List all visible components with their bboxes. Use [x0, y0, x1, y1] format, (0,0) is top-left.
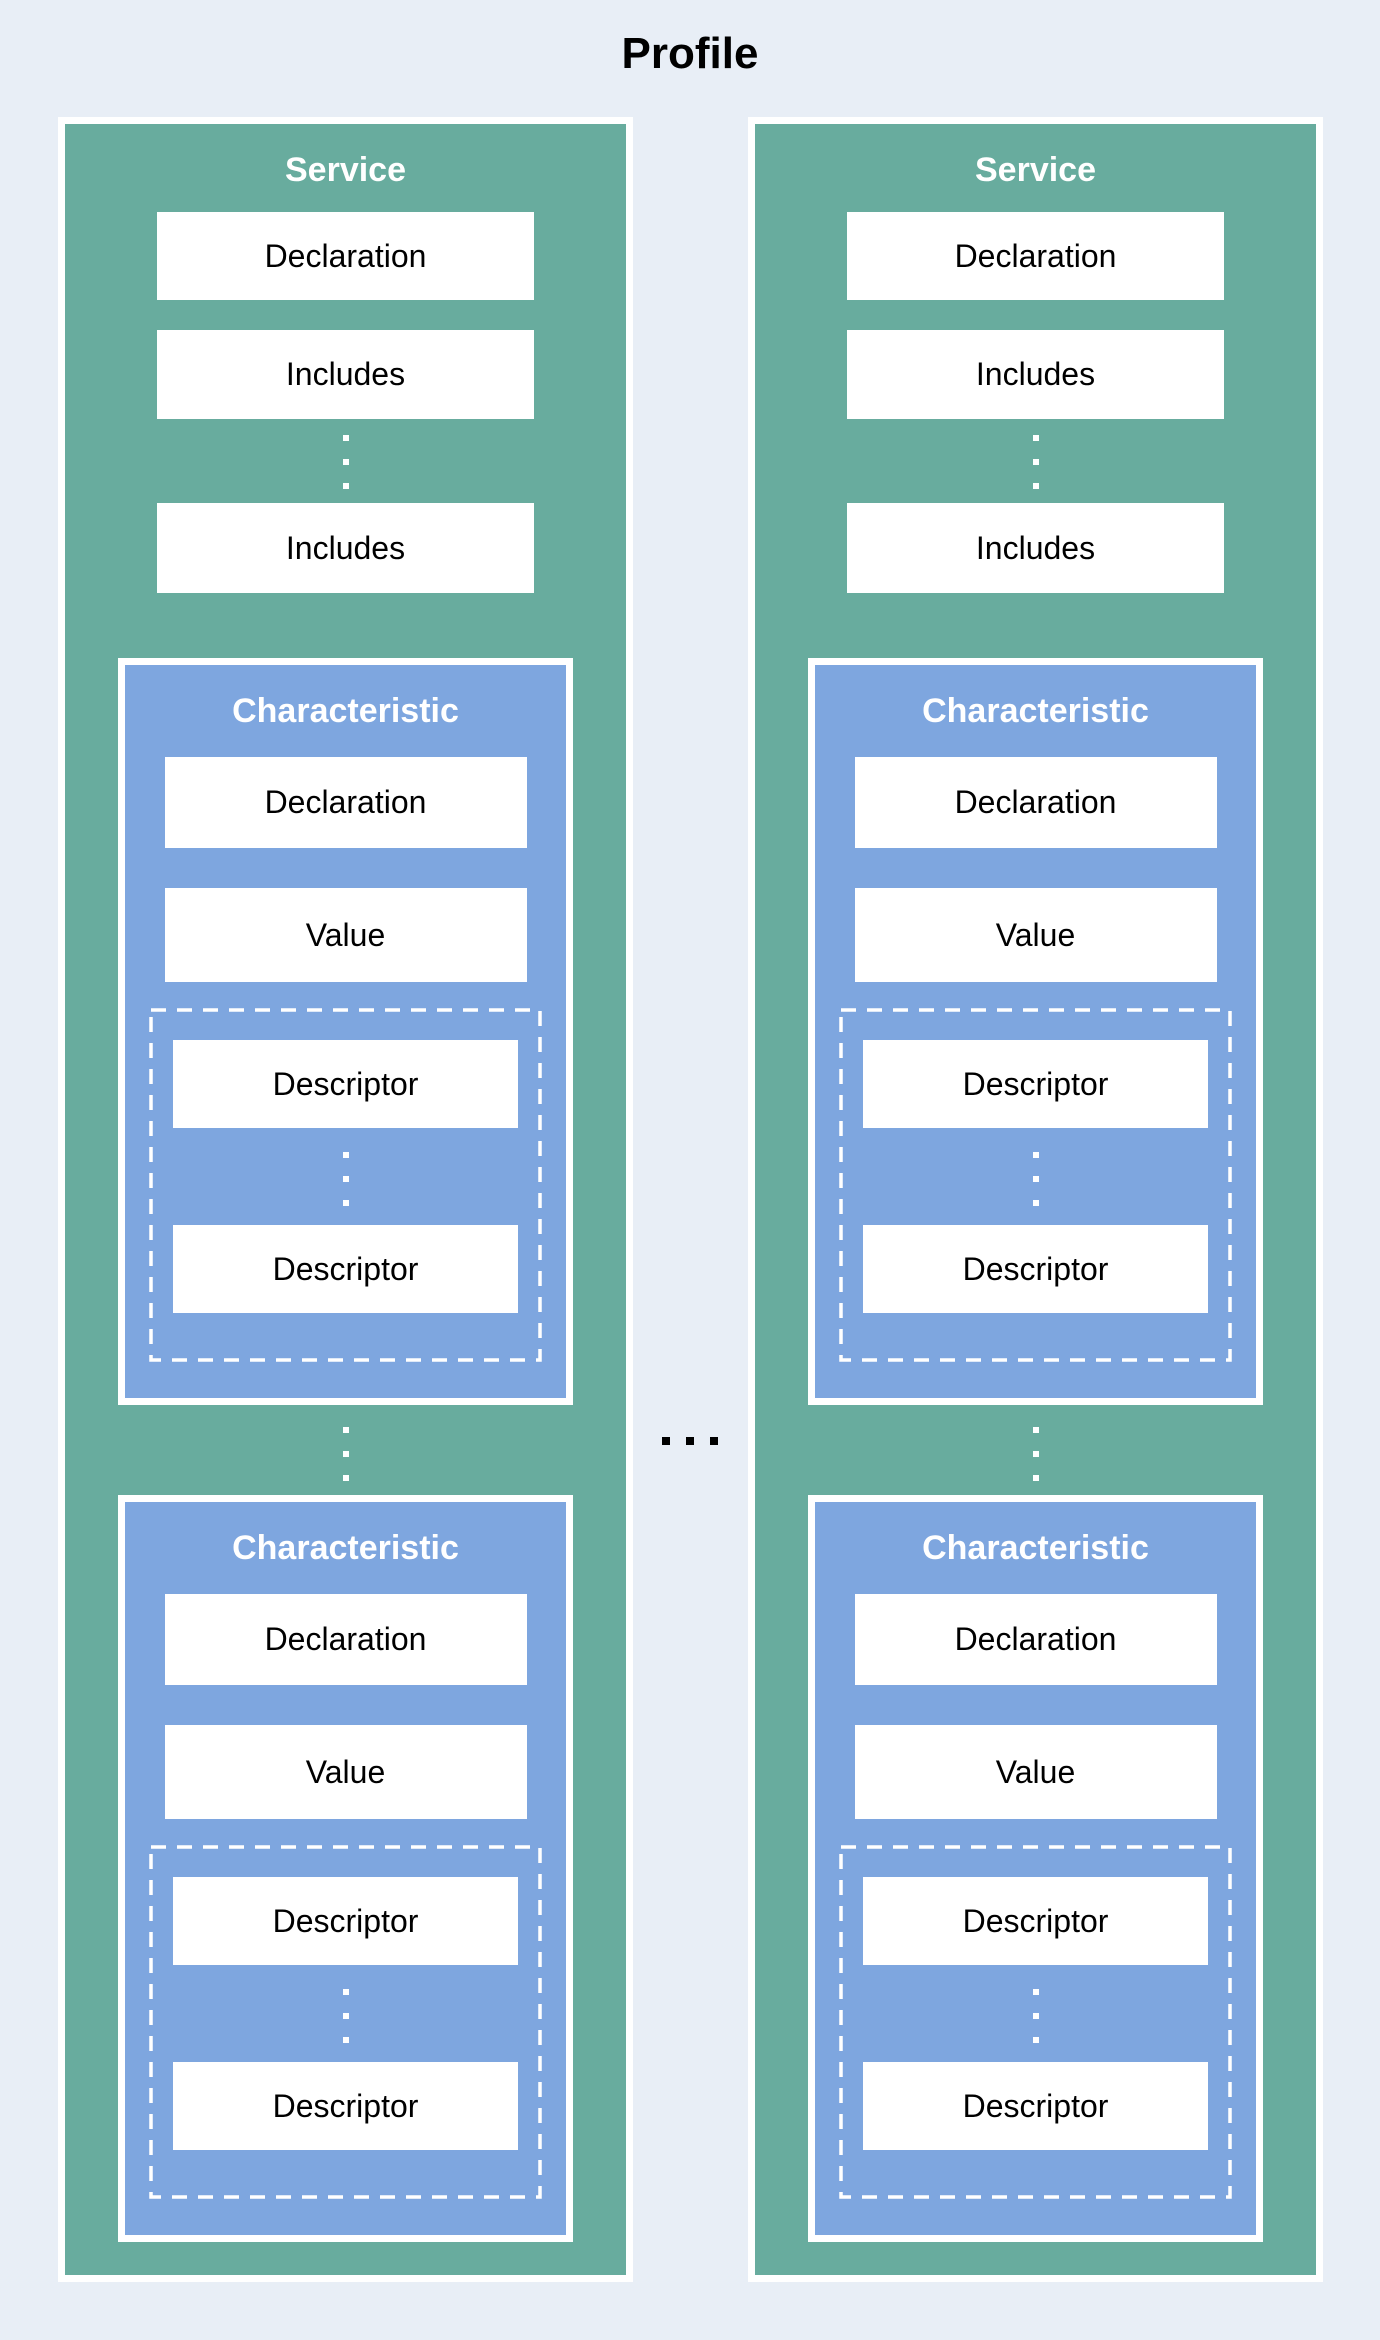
- characteristic-declaration-box: Declaration: [854, 1594, 1217, 1685]
- dot: [342, 483, 349, 489]
- service-declaration-box: Declaration: [847, 212, 1224, 300]
- horizontal-ellipsis-icon: [662, 1437, 718, 1445]
- dashed-border: [839, 1845, 1232, 2199]
- vertical-ellipsis-icon: [1032, 1427, 1039, 1481]
- dot: [1032, 1451, 1039, 1457]
- characteristic-box: Characteristic Declaration Value Descrip…: [118, 658, 573, 1405]
- descriptor-box: Descriptor: [173, 1040, 518, 1128]
- service-box: Service Declaration Includes Includes Ch…: [748, 117, 1323, 2282]
- vertical-ellipsis-icon: [1032, 1989, 1039, 2043]
- dot: [342, 1989, 349, 1995]
- dot: [342, 1451, 349, 1457]
- dot: [342, 1176, 349, 1182]
- dot: [1032, 1152, 1039, 1158]
- dot: [342, 2013, 349, 2019]
- vertical-ellipsis-icon: [342, 1989, 349, 2043]
- characteristic-box: Characteristic Declaration Value Descrip…: [808, 1495, 1263, 2242]
- service-header: Service: [975, 151, 1096, 189]
- characteristic-value-box: Value: [854, 1725, 1217, 1819]
- vertical-ellipsis-icon: [1032, 1152, 1039, 1206]
- descriptor-group: Descriptor Descriptor: [839, 1845, 1232, 2199]
- dot: [1032, 1989, 1039, 1995]
- dashed-border: [839, 1008, 1232, 1362]
- dot: [342, 435, 349, 441]
- characteristic-header: Characteristic: [232, 692, 459, 730]
- characteristic-header: Characteristic: [232, 1529, 459, 1567]
- service-includes-box: Includes: [157, 330, 534, 419]
- dot: [710, 1437, 718, 1445]
- characteristic-declaration-box: Declaration: [164, 1594, 527, 1685]
- characteristic-value-box: Value: [164, 1725, 527, 1819]
- dot: [342, 1200, 349, 1206]
- service-includes-box: Includes: [847, 503, 1224, 593]
- vertical-ellipsis-icon: [1032, 435, 1039, 489]
- descriptor-box: Descriptor: [863, 1040, 1208, 1128]
- descriptor-box: Descriptor: [863, 1877, 1208, 1965]
- service-includes-box: Includes: [157, 503, 534, 593]
- dashed-border: [149, 1845, 542, 2199]
- descriptor-group: Descriptor Descriptor: [839, 1008, 1232, 1362]
- dot: [1032, 1200, 1039, 1206]
- characteristic-box: Characteristic Declaration Value Descrip…: [118, 1495, 573, 2242]
- dot: [1032, 459, 1039, 465]
- characteristic-header: Characteristic: [922, 692, 1149, 730]
- dot: [342, 1152, 349, 1158]
- descriptor-box: Descriptor: [173, 1877, 518, 1965]
- page-title: Profile: [621, 29, 759, 78]
- dot: [686, 1437, 694, 1445]
- dot: [342, 459, 349, 465]
- service-box: Service Declaration Includes Includes Ch…: [58, 117, 633, 2282]
- dot: [1032, 2037, 1039, 2043]
- service-header: Service: [285, 151, 406, 189]
- dot: [1032, 1176, 1039, 1182]
- vertical-ellipsis-icon: [342, 1152, 349, 1206]
- characteristic-declaration-box: Declaration: [854, 757, 1217, 848]
- descriptor-group: Descriptor Descriptor: [149, 1845, 542, 2199]
- dot: [342, 1475, 349, 1481]
- descriptor-box: Descriptor: [173, 1225, 518, 1313]
- descriptor-box: Descriptor: [863, 2062, 1208, 2150]
- dashed-border: [149, 1008, 542, 1362]
- characteristic-header: Characteristic: [922, 1529, 1149, 1567]
- service-declaration-box: Declaration: [157, 212, 534, 300]
- dot: [1032, 435, 1039, 441]
- characteristic-declaration-box: Declaration: [164, 757, 527, 848]
- dot: [342, 1427, 349, 1433]
- characteristic-box: Characteristic Declaration Value Descrip…: [808, 658, 1263, 1405]
- service-includes-box: Includes: [847, 330, 1224, 419]
- dot: [1032, 1427, 1039, 1433]
- dot: [342, 2037, 349, 2043]
- characteristic-value-box: Value: [854, 888, 1217, 982]
- dot: [1032, 1475, 1039, 1481]
- dot: [662, 1437, 670, 1445]
- vertical-ellipsis-icon: [342, 435, 349, 489]
- vertical-ellipsis-icon: [342, 1427, 349, 1481]
- characteristic-value-box: Value: [164, 888, 527, 982]
- descriptor-box: Descriptor: [173, 2062, 518, 2150]
- dot: [1032, 2013, 1039, 2019]
- dot: [1032, 483, 1039, 489]
- descriptor-group: Descriptor Descriptor: [149, 1008, 542, 1362]
- descriptor-box: Descriptor: [863, 1225, 1208, 1313]
